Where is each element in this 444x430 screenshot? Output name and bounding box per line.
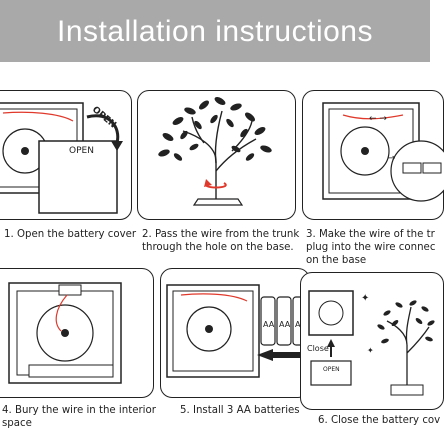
step-5-caption: 5. Install 3 AA batteries <box>180 405 300 416</box>
cover-label: OPEN <box>323 366 340 373</box>
step-3-caption: 3. Make the wire of the tr plug into the… <box>306 228 435 267</box>
close-label: Close <box>307 344 329 353</box>
svg-text:✦: ✦ <box>361 293 369 304</box>
page-title: Installation instructions <box>57 15 373 48</box>
step-3-panel: ← → → <box>302 90 444 220</box>
step-4-caption: 4. Bury the wire in the interior space <box>2 404 156 430</box>
step-1-panel: OPEN OPEN <box>0 90 132 220</box>
open-arrow-label: OPEN <box>90 105 118 131</box>
step-4-panel <box>0 268 154 398</box>
step-2-illustration <box>158 97 272 206</box>
step-5-illustration: AA AA AA <box>166 284 308 378</box>
svg-text:✦: ✦ <box>367 346 374 355</box>
step-4-caption-line-2: space <box>2 418 32 429</box>
step-6-illustration: OPEN Close ✦ ✦ <box>307 290 435 396</box>
step-3-caption-line-1: 3. Make the wire of the tr <box>306 229 435 240</box>
step-6-caption: 6. Close the battery cov <box>318 415 441 426</box>
svg-text:← →: ← → <box>369 114 387 124</box>
step-1-illustration: OPEN OPEN <box>0 102 123 214</box>
step-3-illustration: ← → → <box>322 102 444 202</box>
step-2-caption-line-2: through the hole on the base. <box>142 242 294 253</box>
step-2-caption: 2. Pass the wire from the trunk through … <box>142 228 299 254</box>
step-5-panel: AA AA AA <box>160 268 310 398</box>
step-2-panel <box>137 90 296 220</box>
step-4-illustration <box>8 282 122 384</box>
battery-label-1: AA <box>263 320 275 329</box>
svg-text:→: → <box>387 153 395 164</box>
step-3-caption-line-3: on the base <box>306 255 367 266</box>
step-3-caption-line-2: plug into the wire connec <box>306 242 436 253</box>
header-banner: Installation instructions <box>0 0 430 62</box>
step-2-caption-line-1: 2. Pass the wire from the trunk <box>142 229 300 240</box>
step-1-caption: 1. Open the battery cover <box>4 229 137 240</box>
step-4-caption-line-1: 4. Bury the wire in the interior <box>2 405 156 416</box>
cover-open-label: OPEN <box>69 146 94 156</box>
battery-label-2: AA <box>279 320 291 329</box>
step-6-panel: OPEN Close ✦ ✦ <box>300 272 444 410</box>
